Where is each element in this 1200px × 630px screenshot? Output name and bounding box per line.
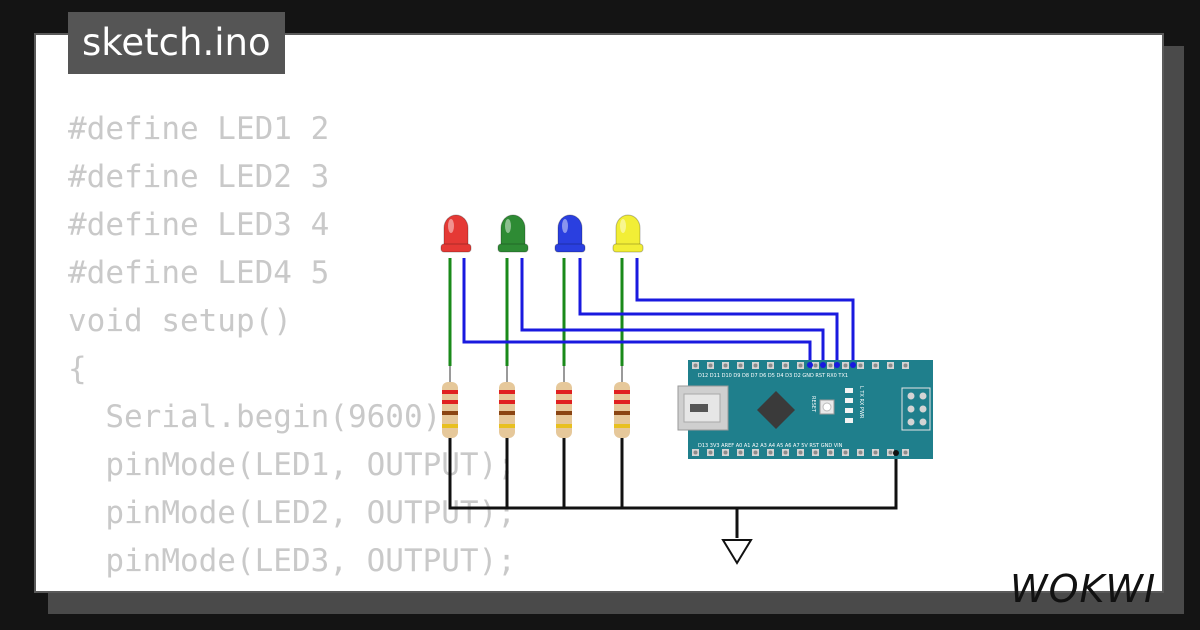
- led-group: [440, 214, 644, 253]
- led-green: [497, 214, 529, 253]
- reset-label: RESET: [810, 396, 816, 413]
- code-line: #define LED2 3: [68, 159, 330, 195]
- wokwi-logo-text: WOKWI: [1010, 567, 1156, 611]
- arduino-nano-board: D12 D11 D10 D9 D8 D7 D6 D5 D4 D3 D2 GND …: [677, 360, 933, 459]
- board-pcb: [688, 360, 933, 459]
- resistor: [499, 366, 515, 438]
- wokwi-logo: WOKWI: [1010, 567, 1156, 611]
- resistor: [556, 366, 572, 438]
- resistor-group: [442, 366, 630, 438]
- code-line: #define LED3 4: [68, 207, 330, 243]
- board-pins: [692, 362, 909, 456]
- icsp-header: [901, 387, 931, 431]
- code-line: Serial.begin(9600);: [68, 399, 460, 435]
- circuit-diagram: D12 D11 D10 D9 D8 D7 D6 D5 D4 D3 D2 GND …: [440, 214, 933, 565]
- led-blue: [554, 214, 586, 253]
- preview-card: #define LED1 2 #define LED2 3 #define LED3…: [34, 33, 1164, 593]
- ground-wires: [448, 436, 898, 538]
- code-line: {: [68, 351, 87, 387]
- code-line: pinMode(LED1, OUTPUT);: [68, 447, 516, 483]
- code-preview: #define LED1 2 #define LED2 3 #define LED3…: [68, 105, 516, 591]
- usb-slot: [690, 404, 708, 412]
- board-top-pin-labels: D12 D11 D10 D9 D8 D7 D6 D5 D4 D3 D2 GND …: [698, 373, 848, 379]
- code-line: void setup(): [68, 303, 292, 339]
- file-tab-title: sketch.ino: [68, 12, 285, 74]
- icsp-pins: [907, 392, 927, 426]
- led-red: [440, 214, 472, 253]
- code-line: pinMode(LED2, OUTPUT);: [68, 495, 516, 531]
- status-leds: [845, 388, 853, 423]
- signal-wires: [462, 258, 855, 365]
- board-wire-ends: [807, 362, 856, 368]
- code-line: pinMode(LED3, OUTPUT);: [68, 543, 516, 579]
- resistor: [442, 366, 458, 438]
- resistor: [614, 366, 630, 438]
- status-led-labels: L TX RX PWR: [858, 386, 864, 419]
- microcontroller-chip: [757, 391, 795, 429]
- led-resistor-wires: [448, 258, 624, 366]
- ground-symbol: [721, 539, 753, 565]
- reset-button-cap: [822, 402, 832, 412]
- gnd-wire-end: [893, 450, 899, 456]
- board-bottom-pin-labels: D13 3V3 AREF A0 A1 A2 A3 A4 A5 A6 A7 5V …: [698, 443, 843, 449]
- led-yellow: [612, 214, 644, 253]
- code-line: #define LED1 2: [68, 111, 330, 147]
- code-line: #define LED4 5: [68, 255, 330, 291]
